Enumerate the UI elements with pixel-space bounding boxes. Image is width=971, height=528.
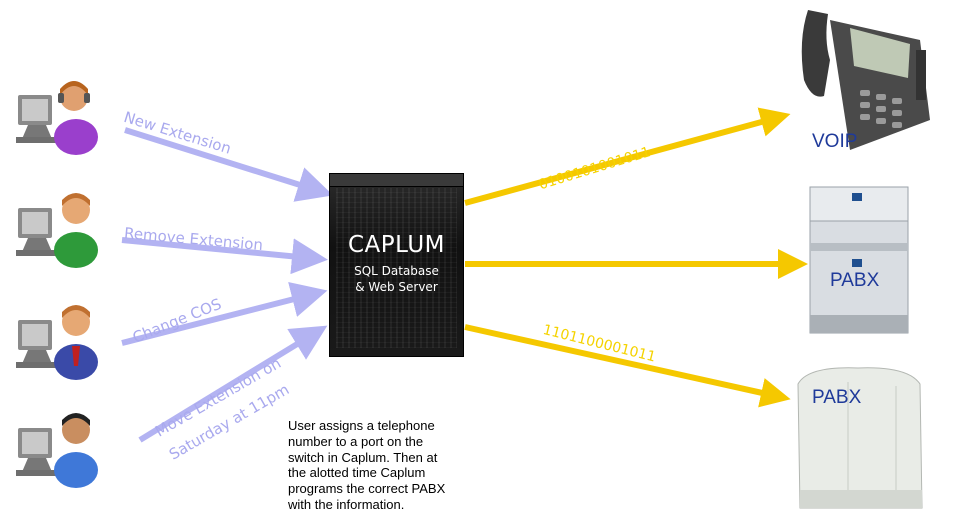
- label-voip: VOIP: [812, 131, 858, 152]
- user-suit-tie: [8, 300, 98, 382]
- note-line2: number to a port on the: [288, 433, 424, 449]
- note-line4: the alotted time Caplum: [288, 465, 426, 481]
- voip-phone-icon: [801, 10, 930, 150]
- note-line6: with the information.: [288, 496, 405, 512]
- user-blue-shirt: [8, 408, 98, 490]
- server-grille: [336, 188, 457, 348]
- label-pabx-2: PABX: [812, 387, 862, 408]
- pabx-cabinet-2-icon: [797, 367, 923, 509]
- label-pabx-1: PABX: [830, 270, 880, 291]
- user-arrow-move-extension: [138, 325, 328, 443]
- output-arrow-pabx-2: [464, 324, 791, 408]
- user-arrow-change-cos: [121, 282, 328, 346]
- output-arrow-voip: [464, 107, 791, 206]
- user-operator-headset: [8, 75, 98, 157]
- server-subtitle-line1: SQL Database: [354, 264, 439, 278]
- user-arrow-remove-extension: [121, 237, 328, 275]
- note-line3: switch in Caplum. Then at: [288, 449, 438, 465]
- server-title: CAPLUM: [347, 232, 445, 258]
- user-green-shirt: [8, 188, 98, 270]
- note-line1: User assigns a telephone: [288, 418, 435, 433]
- note-line5: programs the correct PABX: [288, 481, 446, 497]
- user-arrow-new-extension: [124, 127, 334, 202]
- description-note: User assigns a telephone number to a por…: [288, 418, 488, 513]
- caplum-server: CAPLUM SQL Database & Web Server: [329, 173, 464, 357]
- pabx-cabinet-1-icon: [809, 186, 909, 334]
- server-top-panel: [330, 174, 463, 187]
- server-subtitle-line2: & Web Server: [355, 280, 438, 294]
